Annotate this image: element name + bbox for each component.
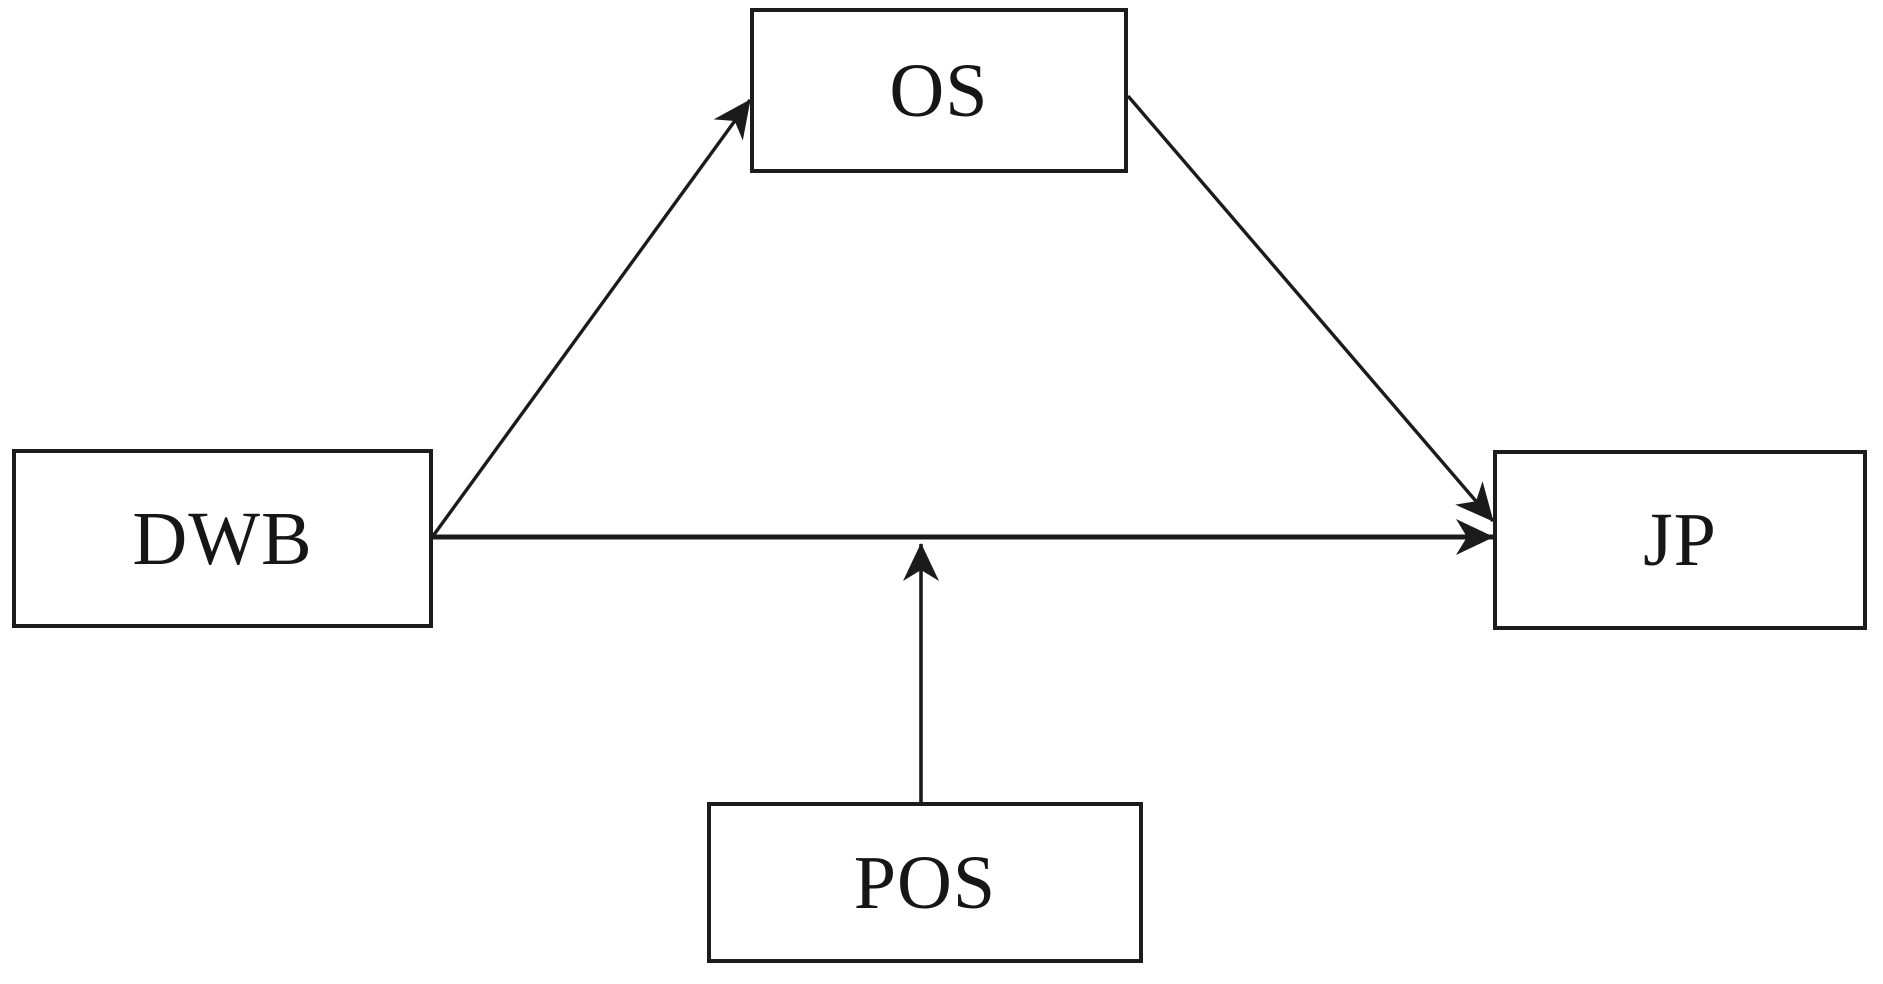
node-jp-label: JP: [1643, 498, 1717, 582]
node-os: OS: [750, 8, 1128, 173]
node-os-label: OS: [889, 48, 989, 133]
arrow-os-to-jp: [1126, 94, 1495, 523]
node-pos-label: POS: [853, 840, 997, 925]
node-dwb: DWB: [12, 449, 433, 628]
node-pos: POS: [707, 802, 1143, 963]
node-dwb-label: DWB: [132, 496, 313, 581]
node-jp: JP: [1493, 450, 1867, 630]
arrow-dwb-to-os: [431, 99, 752, 537]
